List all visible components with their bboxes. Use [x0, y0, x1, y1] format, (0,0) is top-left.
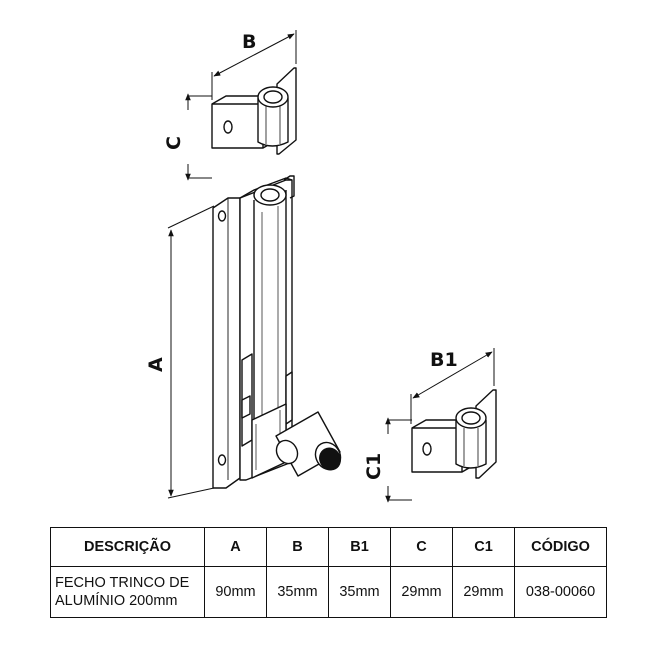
dimension-b1: B1 [410, 348, 495, 424]
cell-c: 29mm [390, 566, 453, 618]
dimension-b: B [211, 30, 297, 100]
cell-description: FECHO TRINCO DE ALUMÍNIO 200mm [50, 566, 205, 618]
dimension-b-label: B [242, 31, 256, 53]
cell-a: 90mm [204, 566, 267, 618]
dimension-b1-label: B1 [430, 349, 458, 371]
table-row: FECHO TRINCO DE ALUMÍNIO 200mm 90mm 35mm… [50, 566, 607, 618]
header-code: CÓDIGO [514, 527, 607, 567]
technical-drawing: B C [145, 30, 497, 503]
description-line-1: FECHO TRINCO DE [55, 575, 190, 591]
dimension-a-label: A [145, 357, 167, 372]
header-c1: C1 [452, 527, 515, 567]
header-b1: B1 [328, 527, 391, 567]
header-b: B [266, 527, 329, 567]
dimension-c: C [163, 93, 212, 181]
table-header-row: DESCRIÇÃO A B B1 C C1 CÓDIGO [50, 527, 607, 567]
description-line-2: ALUMÍNIO 200mm [55, 593, 178, 609]
bottom-keeper [411, 389, 497, 479]
dimension-c-label: C [163, 136, 185, 150]
dimension-c1-label: C1 [363, 453, 385, 480]
cell-code: 038-00060 [514, 566, 607, 618]
cell-c1: 29mm [452, 566, 515, 618]
spec-table: DESCRIÇÃO A B B1 C C1 CÓDIGO FECHO TRINC… [50, 527, 607, 618]
dimension-c1: C1 [363, 417, 412, 503]
header-c: C [390, 527, 453, 567]
header-a: A [204, 527, 267, 567]
header-description: DESCRIÇÃO [50, 527, 205, 567]
cell-b1: 35mm [328, 566, 391, 618]
cell-b: 35mm [266, 566, 329, 618]
dimension-a: A [145, 205, 215, 499]
bolt-body [212, 175, 342, 489]
top-keeper [211, 67, 297, 155]
